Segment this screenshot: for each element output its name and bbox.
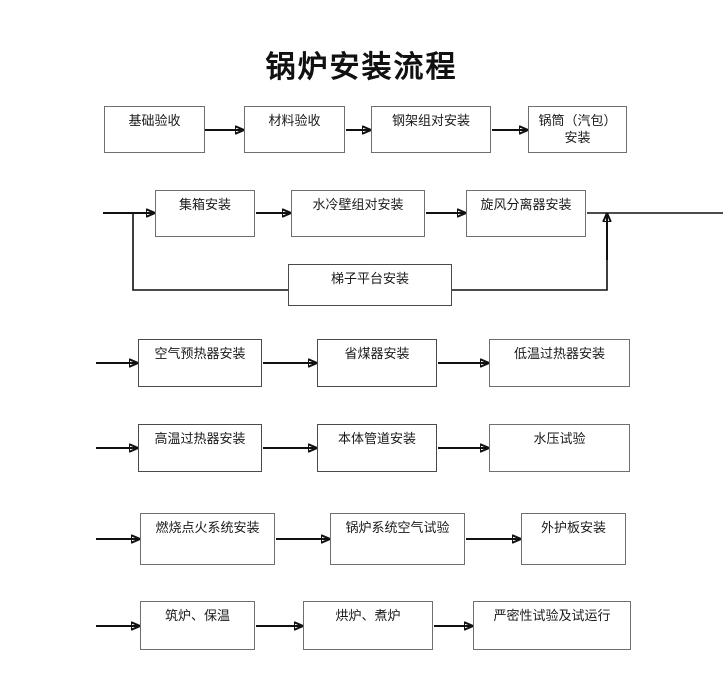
node-cyclone-separator[interactable]: 旋风分离器安装 bbox=[466, 190, 586, 237]
node-waterwall-assembly[interactable]: 水冷壁组对安装 bbox=[291, 190, 425, 237]
node-material-acceptance[interactable]: 材料验收 bbox=[244, 106, 345, 153]
node-economizer[interactable]: 省煤器安装 bbox=[317, 339, 437, 387]
page-title: 锅炉安装流程 bbox=[265, 51, 458, 84]
node-hydrostatic-test[interactable]: 水压试验 bbox=[489, 424, 630, 472]
node-ignition-system[interactable]: 燃烧点火系统安装 bbox=[140, 513, 275, 565]
node-air-preheater[interactable]: 空气预热器安装 bbox=[138, 339, 262, 387]
node-ladder-platform[interactable]: 梯子平台安装 bbox=[288, 264, 452, 306]
node-drum-installation[interactable]: 锅筒（汽包） 安装 bbox=[528, 106, 627, 153]
node-foundation-acceptance[interactable]: 基础验收 bbox=[104, 106, 205, 153]
node-outer-casing[interactable]: 外护板安装 bbox=[521, 513, 626, 565]
node-boiler-air-test[interactable]: 锅炉系统空气试验 bbox=[330, 513, 465, 565]
node-main-piping[interactable]: 本体管道安装 bbox=[317, 424, 437, 472]
node-low-temp-superheater[interactable]: 低温过热器安装 bbox=[489, 339, 630, 387]
node-high-temp-superheater[interactable]: 高温过热器安装 bbox=[138, 424, 262, 472]
node-header-installation[interactable]: 集箱安装 bbox=[155, 190, 255, 237]
node-steel-frame-assembly[interactable]: 钢架组对安装 bbox=[371, 106, 491, 153]
node-furnace-drying-boiling[interactable]: 烘炉、煮炉 bbox=[303, 601, 433, 650]
node-furnace-build-insulation[interactable]: 筑炉、保温 bbox=[140, 601, 255, 650]
node-tightness-test-trial-run[interactable]: 严密性试验及试运行 bbox=[473, 601, 631, 650]
